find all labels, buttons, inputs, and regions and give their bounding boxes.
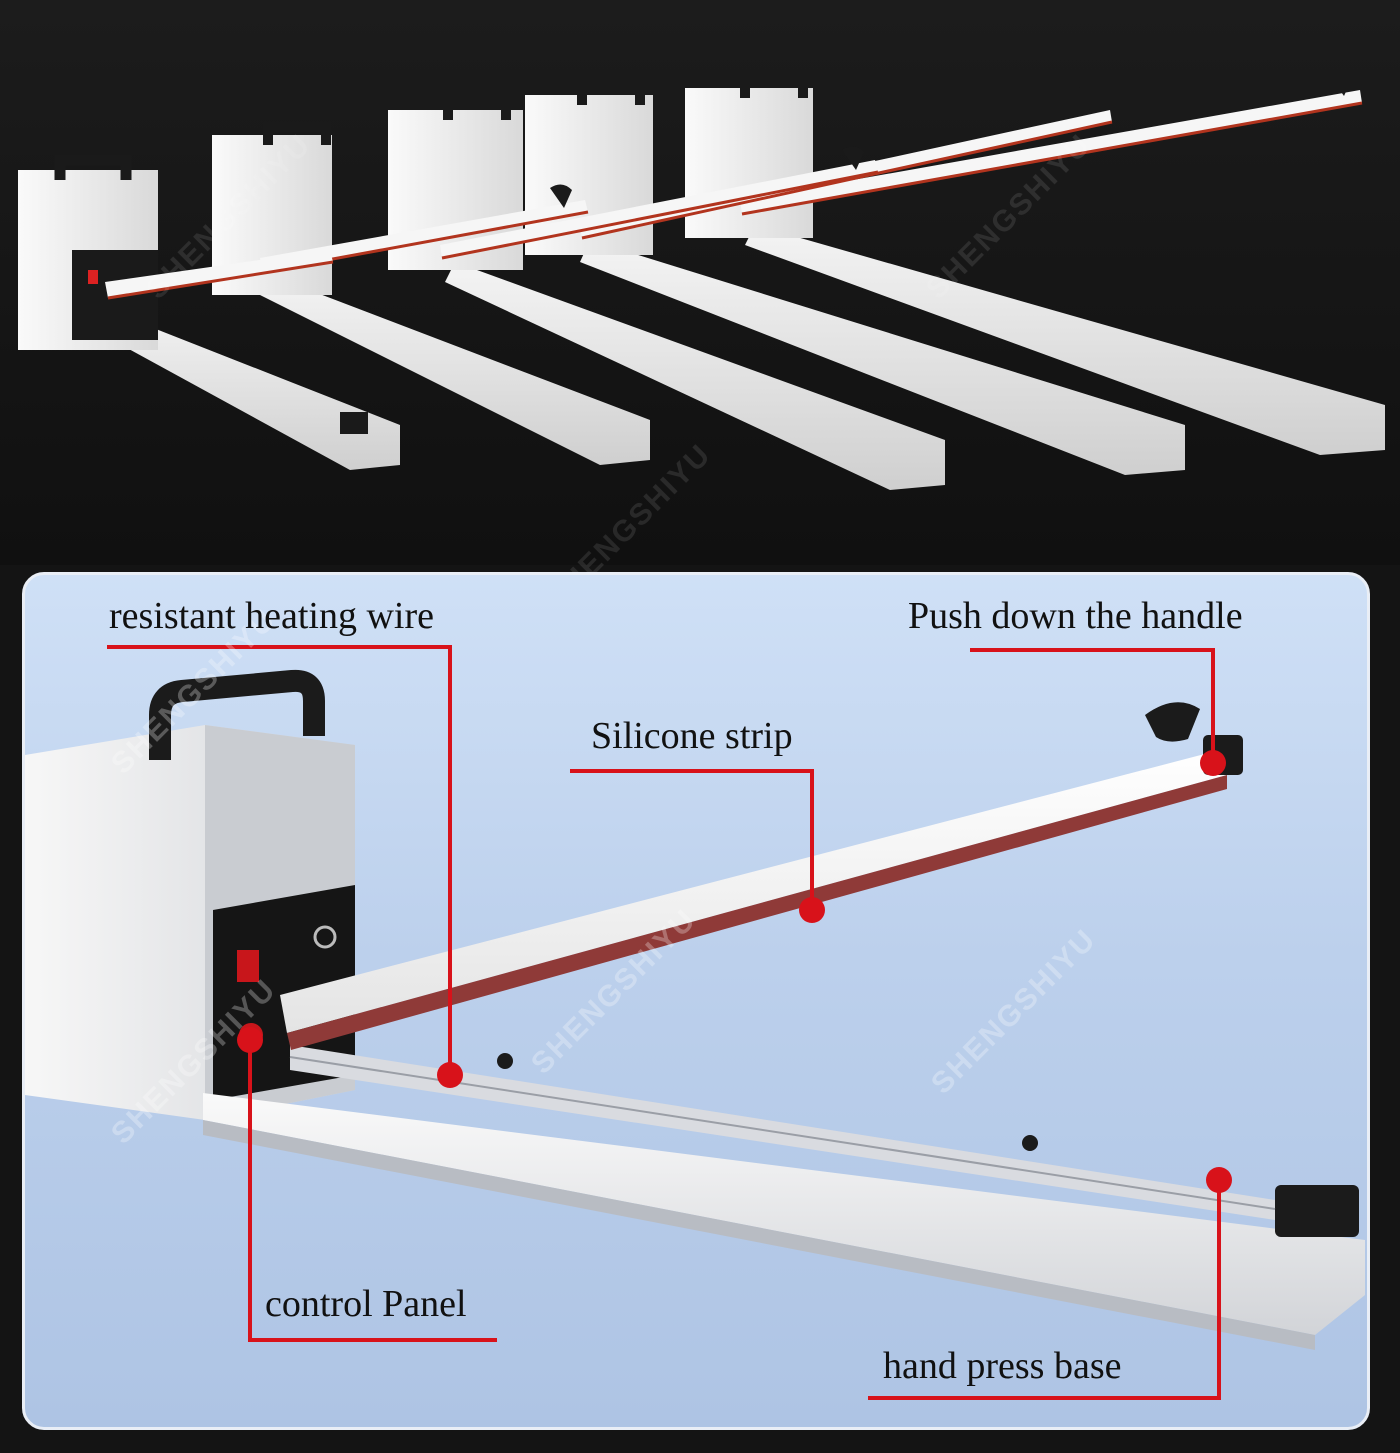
sealer-1 [18,154,400,470]
product-lineup-photo: SHENGSHIYU SHENGSHIYU SHENGSHIYU [0,0,1400,616]
sealer-lineup-illustration [18,72,1385,490]
callout-lines [107,645,1221,1400]
sealer-3 [388,97,945,490]
hand-press-base-label: hand press base [883,1345,1122,1387]
callout-dots [237,750,1232,1193]
handle-label: Push down the handle [908,595,1243,637]
control-panel-label: control Panel [265,1283,467,1325]
handle-dot [1200,750,1226,776]
base-dot [1206,1167,1232,1193]
heating-wire-label: resistant heating wire [109,595,435,637]
heating-wire-dot [437,1062,463,1088]
control-panel-callout-line [248,1040,497,1342]
base-callout-line [868,1180,1221,1400]
handle-callout-line [970,648,1215,763]
silicone-callout-line [570,769,814,910]
heating-wire-callout-line [107,645,452,1075]
sealer-5 [685,72,1385,455]
silicone-dot [799,897,825,923]
silicone-strip-label: Silicone strip [591,715,793,757]
sealer-closeup-illustration [25,645,1365,1400]
control-panel-dot [237,1027,263,1053]
annotated-diagram-panel: SHENGSHIYU SHENGSHIYU SHENGSHIYU SHENGSH… [22,572,1370,1430]
